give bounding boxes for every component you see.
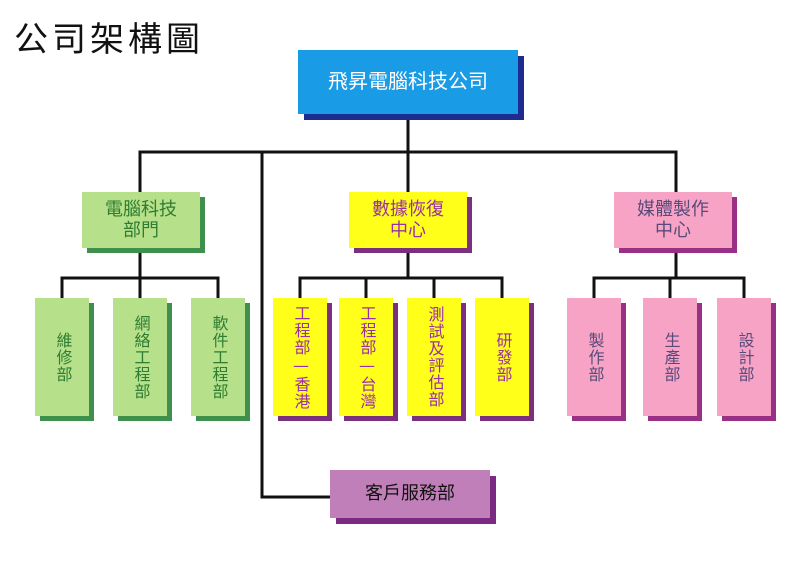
company-box: 飛昇電腦科技公司 — [298, 50, 518, 114]
page-title: 公司架構圖 — [14, 20, 204, 60]
unit-engineering-hk: 工程部—香港 — [273, 298, 327, 416]
dept-data-recovery: 數據恢復 中心 — [349, 192, 467, 248]
unit-engineering-tw: 工程部—台灣 — [339, 298, 393, 416]
dept-computer-tech: 電腦科技 部門 — [82, 192, 200, 248]
unit-design: 設計部 — [717, 298, 771, 416]
dept-customer-service: 客戶服務部 — [330, 470, 490, 518]
unit-software-engineering: 軟件工程部 — [191, 298, 245, 416]
unit-manufacturing: 生產部 — [643, 298, 697, 416]
unit-repair: 維修部 — [35, 298, 89, 416]
unit-production: 製作部 — [567, 298, 621, 416]
unit-research-development: 研發部 — [475, 298, 529, 416]
unit-network-engineering: 網絡工程部 — [113, 298, 167, 416]
unit-testing-evaluation: 測試及評估部 — [407, 298, 461, 416]
dept-media-production: 媒體製作 中心 — [614, 192, 732, 248]
